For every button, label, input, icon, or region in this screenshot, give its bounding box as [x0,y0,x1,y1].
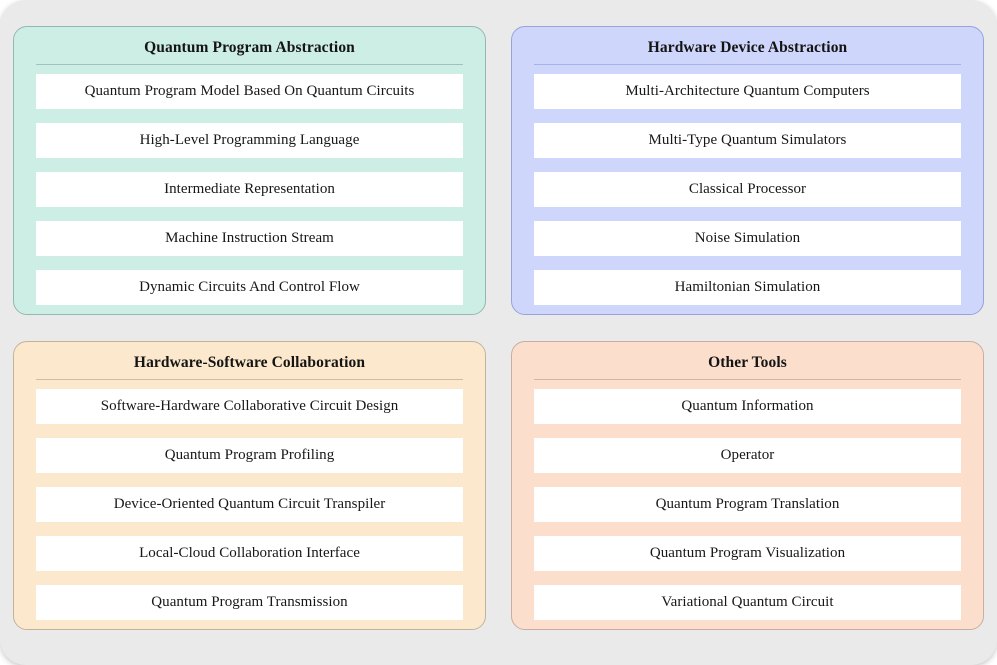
panel-hardware-device-abstraction: Hardware Device Abstraction Multi-Archit… [511,26,984,315]
list-item[interactable]: Software-Hardware Collaborative Circuit … [36,389,463,425]
panel-item-list: Quantum Information Operator Quantum Pro… [512,380,983,621]
panel-title: Hardware Device Abstraction [647,39,848,56]
panel-item-list: Multi-Architecture Quantum Computers Mul… [512,65,983,306]
panel-title-divider [534,64,961,66]
panel-title-divider [36,379,463,381]
panel-hardware-software-collaboration: Hardware-Software Collaboration Software… [13,341,486,630]
list-item[interactable]: High-Level Programming Language [36,123,463,159]
panel-title: Quantum Program Abstraction [144,39,355,56]
list-item[interactable]: Quantum Program Transmission [36,585,463,621]
panel-quantum-program-abstraction: Quantum Program Abstraction Quantum Prog… [13,26,486,315]
list-item[interactable]: Multi-Architecture Quantum Computers [534,74,961,110]
list-item[interactable]: Dynamic Circuits And Control Flow [36,270,463,306]
list-item[interactable]: Quantum Program Profiling [36,438,463,474]
list-item[interactable]: Quantum Information [534,389,961,425]
panel-other-tools: Other Tools Quantum Information Operator… [511,341,984,630]
list-item[interactable]: Noise Simulation [534,221,961,257]
list-item[interactable]: Local-Cloud Collaboration Interface [36,536,463,572]
list-item[interactable]: Variational Quantum Circuit [534,585,961,621]
panel-grid: Quantum Program Abstraction Quantum Prog… [13,26,984,630]
list-item[interactable]: Device-Oriented Quantum Circuit Transpil… [36,487,463,523]
panel-item-list: Quantum Program Model Based On Quantum C… [14,65,485,306]
panel-title-divider [36,64,463,66]
list-item[interactable]: Quantum Program Translation [534,487,961,523]
panel-item-list: Software-Hardware Collaborative Circuit … [14,380,485,621]
list-item[interactable]: Intermediate Representation [36,172,463,208]
list-item[interactable]: Multi-Type Quantum Simulators [534,123,961,159]
list-item[interactable]: Quantum Program Model Based On Quantum C… [36,74,463,110]
list-item[interactable]: Classical Processor [534,172,961,208]
list-item[interactable]: Quantum Program Visualization [534,536,961,572]
panel-title-divider [534,379,961,381]
panel-title: Hardware-Software Collaboration [133,354,366,371]
list-item[interactable]: Operator [534,438,961,474]
list-item[interactable]: Machine Instruction Stream [36,221,463,257]
list-item[interactable]: Hamiltonian Simulation [534,270,961,306]
panel-title: Other Tools [708,354,787,371]
